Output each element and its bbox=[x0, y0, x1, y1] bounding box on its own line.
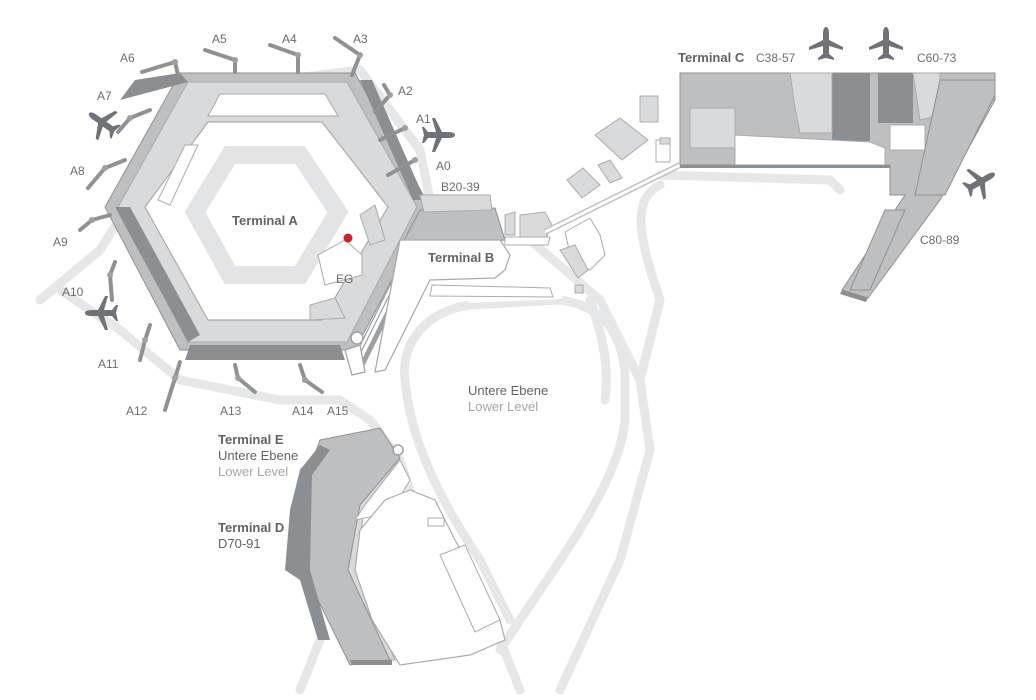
gate-label-a5: A5 bbox=[212, 32, 227, 46]
location-dot-icon bbox=[343, 233, 353, 243]
gate-label-a7: A7 bbox=[97, 89, 112, 103]
terminal-c-gates-3-label: C80-89 bbox=[920, 233, 960, 247]
airplane-icon bbox=[957, 158, 1004, 205]
terminal-e-level-de: Untere Ebene bbox=[218, 448, 298, 463]
gate-label-a12: A12 bbox=[126, 404, 148, 418]
terminal-b-label: Terminal B bbox=[428, 250, 494, 265]
terminal-c-gates-2-label: C60-73 bbox=[917, 51, 957, 65]
gate-label-a2: A2 bbox=[398, 84, 413, 98]
terminal-b-gates-label: B20-39 bbox=[441, 180, 480, 194]
service-buildings bbox=[566, 95, 671, 199]
parking-lower-level-de: Untere Ebene bbox=[468, 383, 548, 398]
airplane-icon bbox=[79, 99, 126, 147]
terminal-e-level-en: Lower Level bbox=[218, 464, 288, 479]
airplane-icon bbox=[869, 27, 903, 60]
terminal-d-e-building bbox=[285, 427, 506, 666]
gate-label-a13: A13 bbox=[220, 404, 242, 418]
connector-b-c bbox=[543, 162, 682, 294]
gate-label-a10: A10 bbox=[62, 285, 84, 299]
parking-lower-level-en: Lower Level bbox=[468, 399, 538, 414]
gate-label-a1: A1 bbox=[416, 112, 431, 126]
gate-label-a4: A4 bbox=[282, 32, 297, 46]
entrance-label: EG bbox=[336, 272, 353, 286]
terminal-a-gate-labels: A0 A1 A2 A3 A4 A5 A6 A7 A8 A9 A10 A11 A1… bbox=[53, 32, 451, 418]
terminal-e-label: Terminal E bbox=[218, 432, 284, 447]
airplane-icon bbox=[809, 27, 843, 60]
gate-label-a11: A11 bbox=[98, 357, 119, 371]
gate-label-a3: A3 bbox=[353, 32, 368, 46]
terminal-d-label: Terminal D bbox=[218, 520, 284, 535]
gate-label-a0: A0 bbox=[436, 159, 451, 173]
gate-label-a8: A8 bbox=[70, 164, 85, 178]
gate-label-a9: A9 bbox=[53, 235, 68, 249]
terminal-d-gates-label: D70-91 bbox=[218, 536, 261, 551]
terminal-c-gates-1-label: C38-57 bbox=[756, 51, 796, 65]
terminal-a-label: Terminal A bbox=[232, 213, 298, 228]
terminal-c-building bbox=[679, 72, 996, 302]
terminal-c-label: Terminal C bbox=[678, 50, 745, 65]
gate-label-a14: A14 bbox=[292, 404, 314, 418]
gate-label-a15: A15 bbox=[327, 404, 349, 418]
terminal-a-building bbox=[104, 72, 431, 360]
terminal-a-gate-nodes bbox=[89, 52, 418, 383]
gate-label-a6: A6 bbox=[120, 51, 135, 65]
terminal-b-building bbox=[374, 194, 554, 373]
